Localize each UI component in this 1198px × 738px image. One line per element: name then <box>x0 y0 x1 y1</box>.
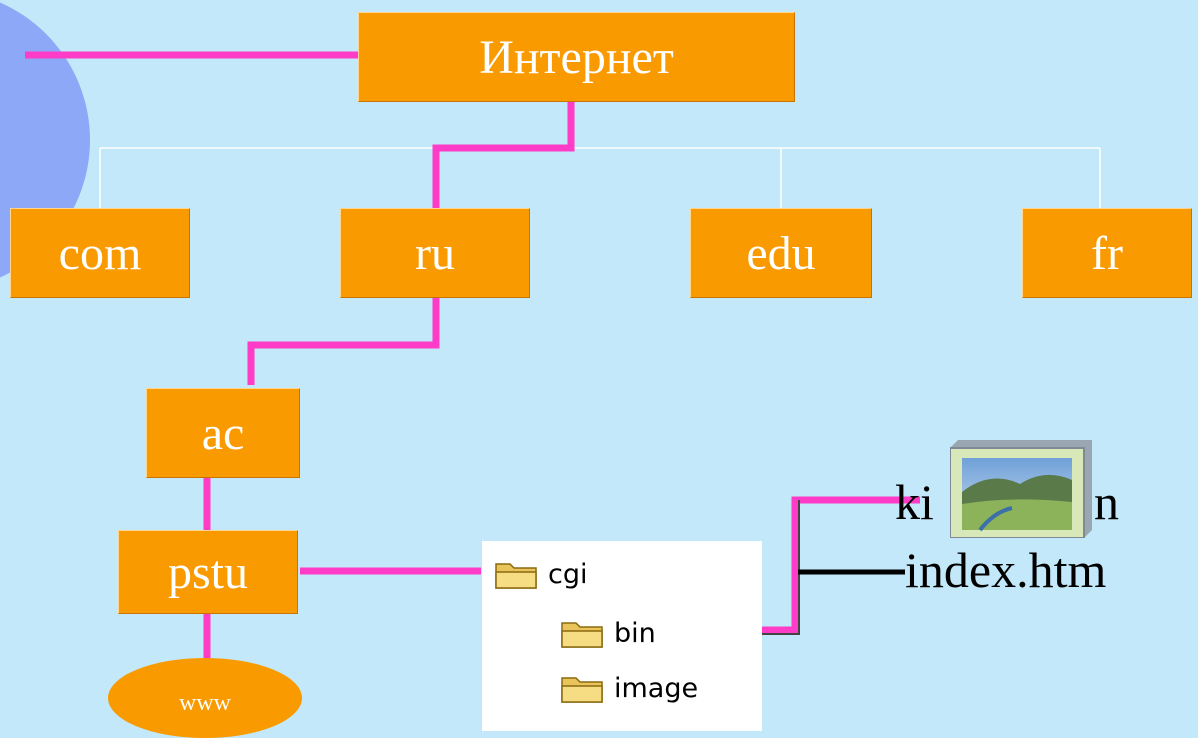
folder-image[interactable]: image <box>560 672 698 704</box>
node-internet: Интернет <box>358 12 795 102</box>
landscape-thumbnail-icon[interactable] <box>950 440 1092 538</box>
node-fr-label: fr <box>1091 226 1123 280</box>
path-internet-to-ru <box>432 100 575 208</box>
folder-image-label: image <box>614 672 699 704</box>
node-com-label: com <box>58 226 142 280</box>
path-ru-to-ac <box>247 298 440 385</box>
node-ac: ac <box>146 388 300 478</box>
node-edu: edu <box>690 208 872 298</box>
folder-bin-label: bin <box>614 617 656 649</box>
node-pstu-label: pstu <box>167 545 248 599</box>
folder-bin[interactable]: bin <box>560 617 656 649</box>
node-ru: ru <box>340 208 530 298</box>
folder-tree-panel: cgi bin image <box>481 541 762 731</box>
folder-icon <box>561 622 603 648</box>
node-internet-label: Интернет <box>479 30 674 84</box>
folder-icon <box>561 677 603 703</box>
file-index: index.htm <box>905 542 1107 598</box>
tree-connectors <box>99 147 1101 208</box>
node-www: www <box>108 658 302 738</box>
node-www-label: www <box>179 689 231 716</box>
folder-icon <box>495 563 537 589</box>
folder-cgi[interactable]: cgi <box>494 558 588 590</box>
file-kino-prefix: ki <box>895 474 934 530</box>
node-edu-label: edu <box>746 226 816 280</box>
node-pstu: pstu <box>118 530 298 614</box>
node-ru-label: ru <box>415 226 455 280</box>
file-kino-suffix: n <box>1094 474 1119 530</box>
node-com: com <box>10 208 190 298</box>
node-fr: fr <box>1022 208 1192 298</box>
node-ac-label: ac <box>201 406 245 460</box>
folder-cgi-label: cgi <box>548 558 588 590</box>
